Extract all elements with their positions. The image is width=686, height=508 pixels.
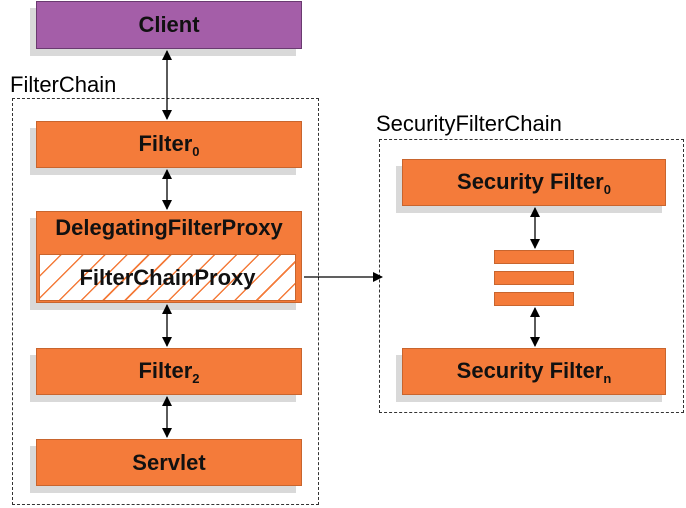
servlet-label: Servlet <box>132 449 206 475</box>
security-filter-n-label: Security Filtern <box>456 357 612 386</box>
client-box: Client <box>36 1 302 49</box>
filter-chain-title: FilterChain <box>10 72 117 97</box>
security-filter-n-box: Security Filtern <box>402 348 666 395</box>
filter-0-box: Filter0 <box>36 121 302 168</box>
filter-0-label: Filter0 <box>138 130 200 159</box>
filter-2-label: Filter2 <box>138 357 200 386</box>
filter-placeholder-bar-3 <box>494 292 574 306</box>
client-label: Client <box>138 12 200 37</box>
servlet-box: Servlet <box>36 439 302 486</box>
filter-chain-proxy-box: FilterChainProxy <box>39 254 296 301</box>
security-filter-0-label: Security Filter0 <box>457 168 611 197</box>
filter-placeholder-bar-1 <box>494 250 574 264</box>
filter-placeholder-bar-2 <box>494 271 574 285</box>
security-filter-0-box: Security Filter0 <box>402 159 666 206</box>
security-filter-chain-title: SecurityFilterChain <box>376 111 562 136</box>
delegating-filter-proxy-label: DelegatingFilterProxy <box>55 215 283 240</box>
filter-2-box: Filter2 <box>36 348 302 395</box>
filter-chain-proxy-label: FilterChainProxy <box>79 264 256 290</box>
